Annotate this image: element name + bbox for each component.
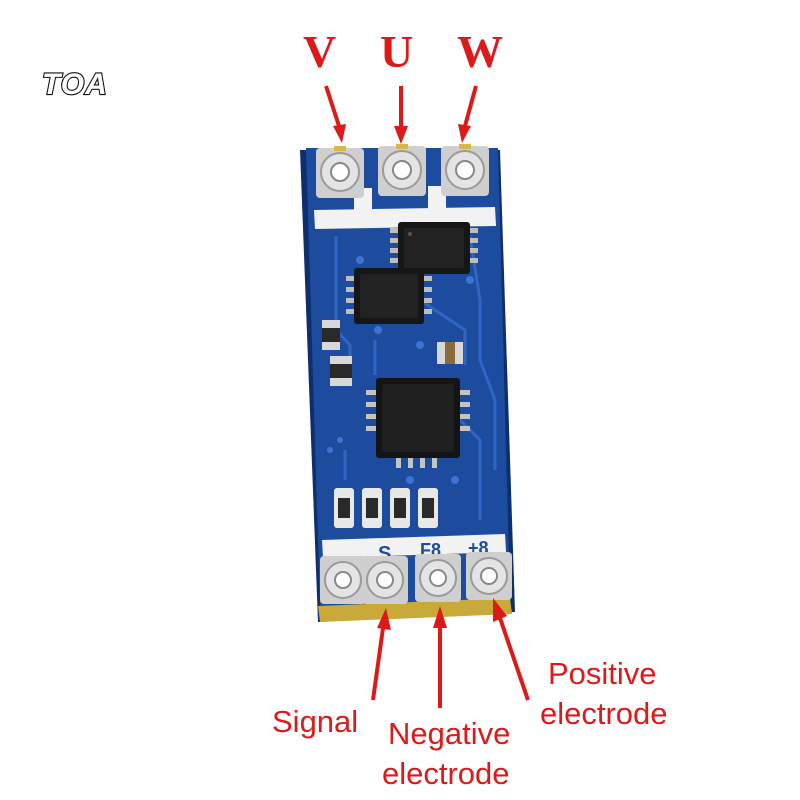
bottom-pads [320, 552, 512, 604]
phase-label-u: U [380, 26, 413, 77]
arrow-w-head [458, 124, 471, 143]
arrow-negative-head [433, 606, 447, 628]
callout-negative-electrode: Negative electrode [382, 716, 519, 791]
mcu-chip [366, 378, 470, 468]
esc-pcb-board: S F8 +8 [300, 144, 515, 622]
arrow-signal [371, 627, 385, 701]
callout-positive-electrode: Positive electrode [540, 656, 668, 731]
arrow-w [463, 85, 478, 127]
resistor-row [334, 488, 438, 528]
mosfet-chip-2 [346, 268, 432, 324]
arrow-v [324, 85, 341, 127]
top-arrows [324, 85, 478, 144]
arrow-v-head [333, 124, 346, 143]
callout-positive-line2: electrode [540, 696, 668, 731]
arrow-u-head [394, 126, 408, 144]
callout-negative-line1: Negative [388, 716, 510, 751]
arrow-positive [498, 617, 530, 701]
bottom-arrows [371, 598, 530, 708]
callout-negative-line2: electrode [382, 756, 510, 791]
top-pads [316, 144, 489, 198]
phase-label-v: V [303, 26, 336, 77]
pcb-vias [327, 256, 474, 484]
arrow-signal-head [377, 608, 391, 630]
phase-label-w: W [457, 26, 503, 77]
brand-logo: TOA [42, 68, 108, 101]
arrow-positive-head [493, 598, 507, 622]
callout-positive-line1: Positive [548, 656, 657, 691]
callout-signal: Signal [272, 704, 358, 739]
mosfet-chip-1 [390, 222, 478, 274]
smd-components [322, 320, 463, 386]
